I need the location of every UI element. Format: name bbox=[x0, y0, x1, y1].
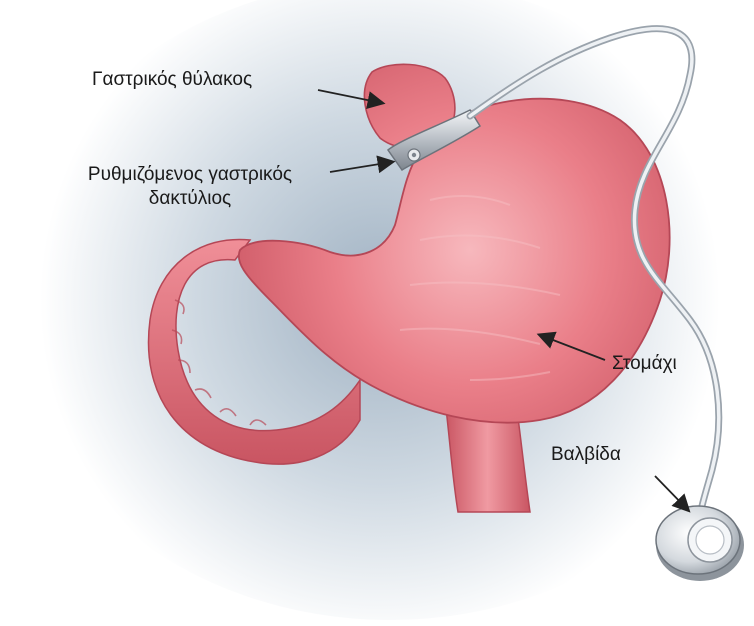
label-stomach: Στομάχι bbox=[612, 352, 677, 376]
label-port: Βαλβίδα bbox=[551, 443, 621, 467]
label-gastric-pouch: Γαστρικός θύλακος bbox=[92, 68, 252, 92]
label-band-line1: Ρυθμιζόμενος γαστρικός bbox=[40, 163, 340, 187]
port-valve bbox=[656, 506, 744, 581]
label-adjustable-band: Ρυθμιζόμενος γαστρικός δακτύλιος bbox=[40, 163, 340, 211]
label-band-line2: δακτύλιος bbox=[40, 187, 340, 211]
